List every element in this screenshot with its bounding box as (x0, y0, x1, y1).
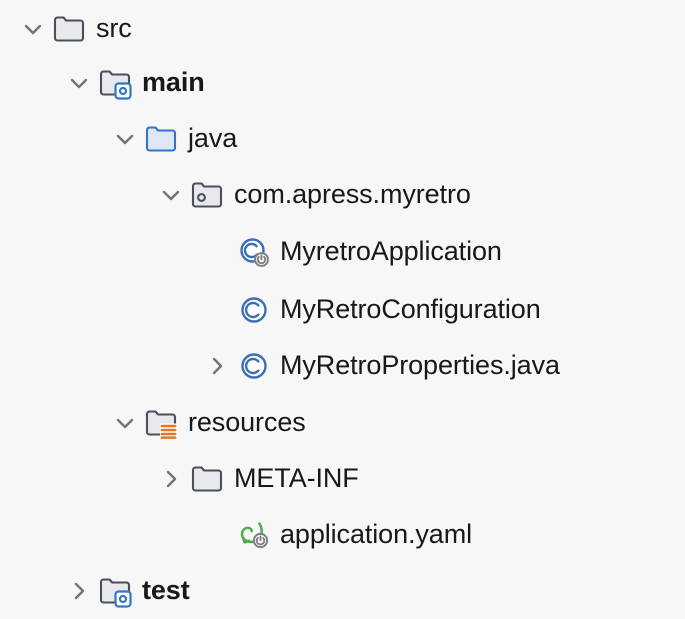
tree-row-label: MyRetroConfiguration (280, 294, 541, 324)
chevron-right-icon[interactable] (62, 574, 96, 608)
folder-resources-icon (142, 403, 182, 443)
java-class-icon (234, 346, 274, 386)
package-icon (188, 175, 228, 215)
java-class-run-icon (234, 232, 274, 272)
tree-row-myretro-configuration[interactable]: MyRetroConfiguration (0, 281, 541, 338)
folder-source-root-icon (96, 63, 136, 103)
twisty-placeholder (200, 518, 234, 552)
tree-row-java[interactable]: java (0, 110, 237, 167)
tree-row-label: application.yaml (280, 519, 473, 549)
tree-row-label: MyretroApplication (280, 236, 502, 266)
tree-row-label: main (142, 67, 205, 97)
java-class-icon (234, 290, 274, 330)
folder-java-source-icon (142, 119, 182, 159)
chevron-down-icon[interactable] (62, 66, 96, 100)
chevron-down-icon[interactable] (154, 178, 188, 212)
tree-row-application-yaml[interactable]: application.yaml (0, 506, 472, 563)
chevron-down-icon[interactable] (108, 406, 142, 440)
tree-row-com-apress-myretro[interactable]: com.apress.myretro (0, 166, 471, 223)
tree-row-label: src (96, 13, 132, 43)
twisty-placeholder (200, 293, 234, 327)
tree-row-myretro-properties[interactable]: MyRetroProperties.java (0, 337, 560, 394)
folder-source-root-icon (96, 571, 136, 611)
chevron-right-icon[interactable] (154, 462, 188, 496)
chevron-down-icon[interactable] (108, 122, 142, 156)
folder-icon (50, 9, 90, 49)
spring-yaml-icon (234, 515, 274, 555)
tree-row-src[interactable]: src (0, 0, 132, 57)
tree-row-label: resources (188, 407, 306, 437)
tree-row-main[interactable]: main (0, 54, 205, 111)
tree-row-label: test (142, 575, 190, 605)
tree-row-resources[interactable]: resources (0, 394, 306, 451)
chevron-down-icon[interactable] (16, 12, 50, 46)
folder-icon (188, 459, 228, 499)
twisty-placeholder (200, 235, 234, 269)
tree-row-label: META-INF (234, 463, 359, 493)
chevron-right-icon[interactable] (200, 349, 234, 383)
tree-row-label: java (188, 123, 238, 153)
tree-row-myretro-application[interactable]: MyretroApplication (0, 223, 502, 280)
tree-row-label: com.apress.myretro (234, 179, 471, 209)
tree-row-label: MyRetroProperties.java (280, 350, 560, 380)
tree-row-meta-inf[interactable]: META-INF (0, 450, 359, 507)
tree-row-test[interactable]: test (0, 562, 190, 619)
